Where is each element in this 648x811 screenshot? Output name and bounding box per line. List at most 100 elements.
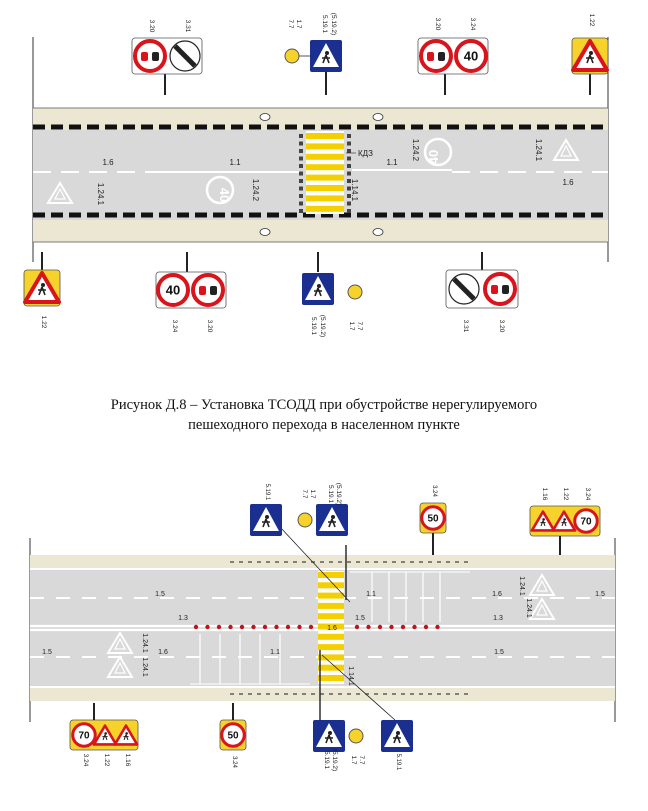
sign-code-label: 1.16: [541, 488, 548, 501]
road-stud: [299, 141, 303, 146]
road-stud: [412, 624, 417, 630]
road-speed-circle: [205, 175, 235, 205]
crosswalk-stripe: [306, 174, 344, 181]
sign-code-label: (5.19.2): [335, 483, 342, 505]
sign-code-label: 3.24: [584, 488, 591, 501]
road-stud: [299, 186, 303, 191]
crosswalk-stripe: [306, 164, 344, 171]
road-stud: [400, 624, 406, 630]
end-of-restrictions-icon: [170, 41, 200, 71]
marking-label: 1.6: [327, 625, 337, 632]
crosswalk-stripe: [318, 633, 344, 640]
road-stud: [299, 156, 303, 161]
road-stud: [299, 149, 303, 153]
sign-code-label: 1.22: [103, 754, 110, 767]
crosswalk-stripe: [318, 592, 344, 599]
marking-label: 1.5: [494, 649, 504, 656]
road-stud: [347, 209, 351, 213]
sign-code-label: 3.24: [171, 320, 178, 333]
crosswalk-stripe: [306, 205, 344, 212]
road-stud: [347, 134, 351, 138]
marking-label: 1.3: [493, 615, 503, 622]
sign-code-label: 1.7: [309, 489, 316, 498]
sign-code-label: 5.19.1: [323, 751, 330, 769]
sign-code-label: 3.24: [431, 485, 437, 497]
pedestrian-crossing-icon: [380, 719, 414, 753]
sign-code-label: 3.24: [469, 18, 476, 31]
flashing-beacon-icon: [284, 48, 300, 64]
road-stud: [366, 624, 371, 630]
marking-label: 1.24.1: [525, 598, 532, 618]
road-stud: [299, 194, 303, 198]
marking-label: 1.24.2: [411, 139, 420, 162]
road-stud: [299, 171, 303, 176]
sign-code-label: 7.7: [358, 755, 365, 764]
speed-limit-value: 70: [78, 731, 90, 742]
crosswalk-stripe: [318, 613, 344, 620]
sign-code-label: 1.7: [348, 321, 355, 330]
marking-label: 1.14.1: [350, 179, 359, 202]
crosswalk-stripe: [318, 582, 344, 589]
road-stud: [347, 164, 351, 168]
sign-code-label: 7.7: [356, 321, 363, 330]
sign-code-label: 3.24: [82, 754, 89, 767]
road-stud: [347, 171, 351, 176]
no-overtaking-icon: [419, 39, 453, 73]
sign-code-label: 3.20: [206, 320, 213, 333]
road-stud: [347, 149, 351, 153]
sign-code-label: 3.24: [231, 756, 237, 768]
road-stud: [193, 624, 199, 630]
sign-code-label: 5.19.1: [264, 484, 270, 501]
speed-limit-value: 40: [166, 283, 180, 298]
sign-code-label: 1.16: [124, 754, 131, 767]
device-label: КДЗ: [358, 149, 373, 158]
crosswalk-stripe: [318, 644, 344, 651]
sidewalk-bottom: [33, 220, 608, 242]
sign-code-label: (5.19.2): [331, 749, 338, 771]
sign-code-label: (5.19.2): [319, 315, 326, 337]
road-stud: [239, 624, 245, 630]
marking-label: 1.6: [562, 178, 574, 187]
marking-label: 1.24.1: [518, 576, 525, 596]
road-speed-value: 40: [426, 150, 441, 164]
sign-code-label: (5.19.2): [330, 13, 337, 35]
crosswalk-stripe: [306, 153, 344, 160]
drain-marker: [372, 228, 384, 236]
sign-code-label: 1.7: [295, 19, 302, 28]
marking-label: 1.5: [42, 649, 52, 656]
figure-caption-line-1: Рисунок Д.8 – Установка ТСОДД при обустр…: [110, 397, 538, 413]
speed-limit-value: 50: [427, 514, 439, 525]
road-stud: [299, 134, 303, 138]
pedestrian-crossing-icon: [301, 272, 335, 306]
pedestrian-crossing-icon: [309, 39, 343, 73]
figure-caption-line-2: пешеходного перехода в населенном пункте: [188, 417, 460, 433]
crosswalk-stripe: [306, 143, 344, 150]
road-stud: [354, 624, 360, 630]
road-stud: [347, 201, 351, 206]
road-stud: [216, 624, 222, 630]
road-stud: [228, 624, 233, 630]
road-speed-value: 40: [217, 188, 232, 202]
road-stud: [347, 179, 351, 183]
sign-code-label: 5.19.1: [310, 317, 317, 335]
sign-code-label: 5.19.1: [321, 15, 328, 33]
sign-code-label: 7.7: [301, 489, 308, 498]
road-stud: [299, 179, 303, 183]
drain-marker: [372, 113, 384, 121]
sign-code-label: 5.19.1: [395, 754, 401, 771]
marking-label: 1.24.1: [141, 633, 148, 653]
marking-label: 1.3: [178, 615, 188, 622]
speed-limit-value: 50: [227, 731, 239, 742]
road-stud: [423, 624, 429, 630]
crosswalk-stripe: [318, 623, 344, 630]
sign-code-label: 1.22: [562, 488, 569, 501]
road-stud: [297, 624, 302, 630]
leader-line: [321, 654, 396, 721]
sign-code-label: 7.7: [287, 19, 294, 28]
road-stud: [308, 624, 314, 630]
marking-label: 1.5: [595, 591, 605, 598]
flashing-beacon-icon: [297, 512, 313, 528]
road-stud: [285, 624, 291, 630]
road-stud: [347, 186, 351, 191]
